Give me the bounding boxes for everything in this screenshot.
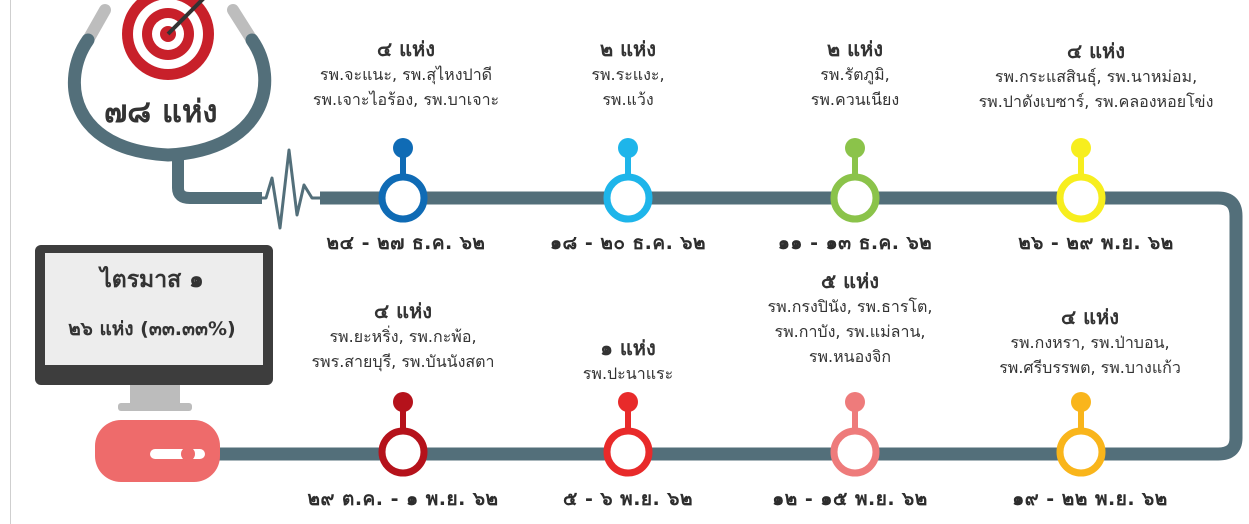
top_row-pin-3 [1056,138,1106,223]
bottom_row-pin-3 [1056,392,1106,477]
hospital-names: รพ.รัตภูมิ, [820,65,890,84]
hospital-count: ๒ แห่ง [826,37,883,61]
hospital-names: รพ.กรงปินัง, รพ.ธารโต, [767,297,933,316]
hospital-count: ๔ แห่ง [1067,39,1125,63]
top_row-stop-0: ๔ แห่งรพ.จะแนะ, รพ.สุไหงปาดีรพ.เจาะไอร้อ… [313,36,499,112]
hospital-names: รพ.กาบัง, รพ.แม่ลาน, [774,322,926,341]
hospital-count: ๔ แห่ง [377,37,435,61]
hospital-count: ๑ แห่ง [600,336,656,360]
date-range: ๕ - ๖ พ.ย. ๖๒ [563,488,693,510]
hospital-names: รพ.ศรีบรรพต, รพ.บางแก้ว [999,358,1181,377]
hospital-names: รพ.หนองจิก [808,347,892,366]
date-range: ๒๙ ต.ค. - ๑ พ.ย. ๖๒ [307,488,499,510]
monitor-icon [35,245,273,411]
stethoscope-tube [172,153,262,204]
date-range: ๒๖ - ๒๙ พ.ย. ๖๒ [1018,232,1174,254]
date-range: ๑๒ - ๑๕ พ.ย. ๖๒ [772,488,928,510]
target-icon [122,0,214,80]
bottom_row-pin-2 [830,392,880,477]
hospital-count: ๕ แห่ง [821,269,879,293]
quarter-title: ไตรมาส ๑ [100,267,204,293]
hospital-count: ๒ แห่ง [600,37,656,61]
hospital-names: รพ.เจาะไอร้อง, รพ.บาเจาะ [312,90,500,109]
timeline-pipe [200,191,1243,461]
top_row-stop-2: ๒ แห่งรพ.รัตภูมิ, รพ.ควนเนียง [811,36,899,112]
hospital-names: รพ.จะแนะ, รพ.สุไหงปาดี [319,65,493,84]
stethoscope-headset [68,33,272,162]
bottom_row-pin-0 [378,392,428,477]
date-range: ๑๑ - ๑๓ ธ.ค. ๖๒ [777,232,933,254]
bottom_row-stop-0: ๔ แห่งรพ.ยะหริ่ง, รพ.กะพ้อ, รพร.สายบุรี, … [311,298,494,374]
mouse-icon [95,420,220,482]
bottom_row-stop-1: ๑ แห่งรพ.ปะนาแระ [583,335,673,386]
heartbeat-line [258,148,322,230]
hospital-names: รพ.กระแสสินธุ์, รพ.นาหม่อม, [994,67,1198,86]
date-range: ๒๔ - ๒๗ ธ.ค. ๖๒ [326,232,486,254]
top_row-pin-0 [378,138,428,223]
quarter-summary: ๒๖ แห่ง (๓๓.๓๓%) [68,318,236,340]
hospital-names: รพ.ปาดังเบซาร์, รพ.คลองหอยโข่ง [978,92,1214,111]
hospital-names: รพร.สายบุรี, รพ.บันนังสตา [311,352,495,371]
bottom_row-stop-3: ๔ แห่งรพ.กงหรา, รพ.ป่าบอน, รพ.ศรีบรรพต, ร… [999,304,1181,380]
hospital-names: รพ.ยะหริ่ง, รพ.กะพ้อ, [329,327,477,346]
hospital-names: รพ.แว้ง [602,90,654,109]
hospital-count: ๔ แห่ง [1061,305,1119,329]
top_row-pin-1 [603,138,653,223]
bottom_row-stop-2: ๕ แห่งรพ.กรงปินัง, รพ.ธารโต, รพ.กาบัง, รพ… [767,268,932,369]
date-range: ๑๙ - ๒๒ พ.ย. ๖๒ [1012,488,1168,510]
left-border-line [10,0,11,524]
bottom_row-pin-1 [603,392,653,477]
hospital-names: รพ.ควนเนียง [810,90,900,109]
hospital-names: รพ.ปะนาแระ [582,364,674,383]
top_row-stop-3: ๔ แห่งรพ.กระแสสินธุ์, รพ.นาหม่อม, รพ.ปาดั… [979,38,1214,114]
top_row-pin-2 [830,138,880,223]
top_row-stop-1: ๒ แห่งรพ.ระแงะ, รพ.แว้ง [591,36,664,112]
hospital-names: รพ.กงหรา, รพ.ป่าบอน, [1010,333,1170,352]
date-range: ๑๘ - ๒๐ ธ.ค. ๖๒ [549,232,707,254]
hospital-names: รพ.ระแงะ, [591,65,665,84]
total-count: ๗๘ แห่ง [104,94,218,130]
hospital-count: ๔ แห่ง [374,299,432,323]
